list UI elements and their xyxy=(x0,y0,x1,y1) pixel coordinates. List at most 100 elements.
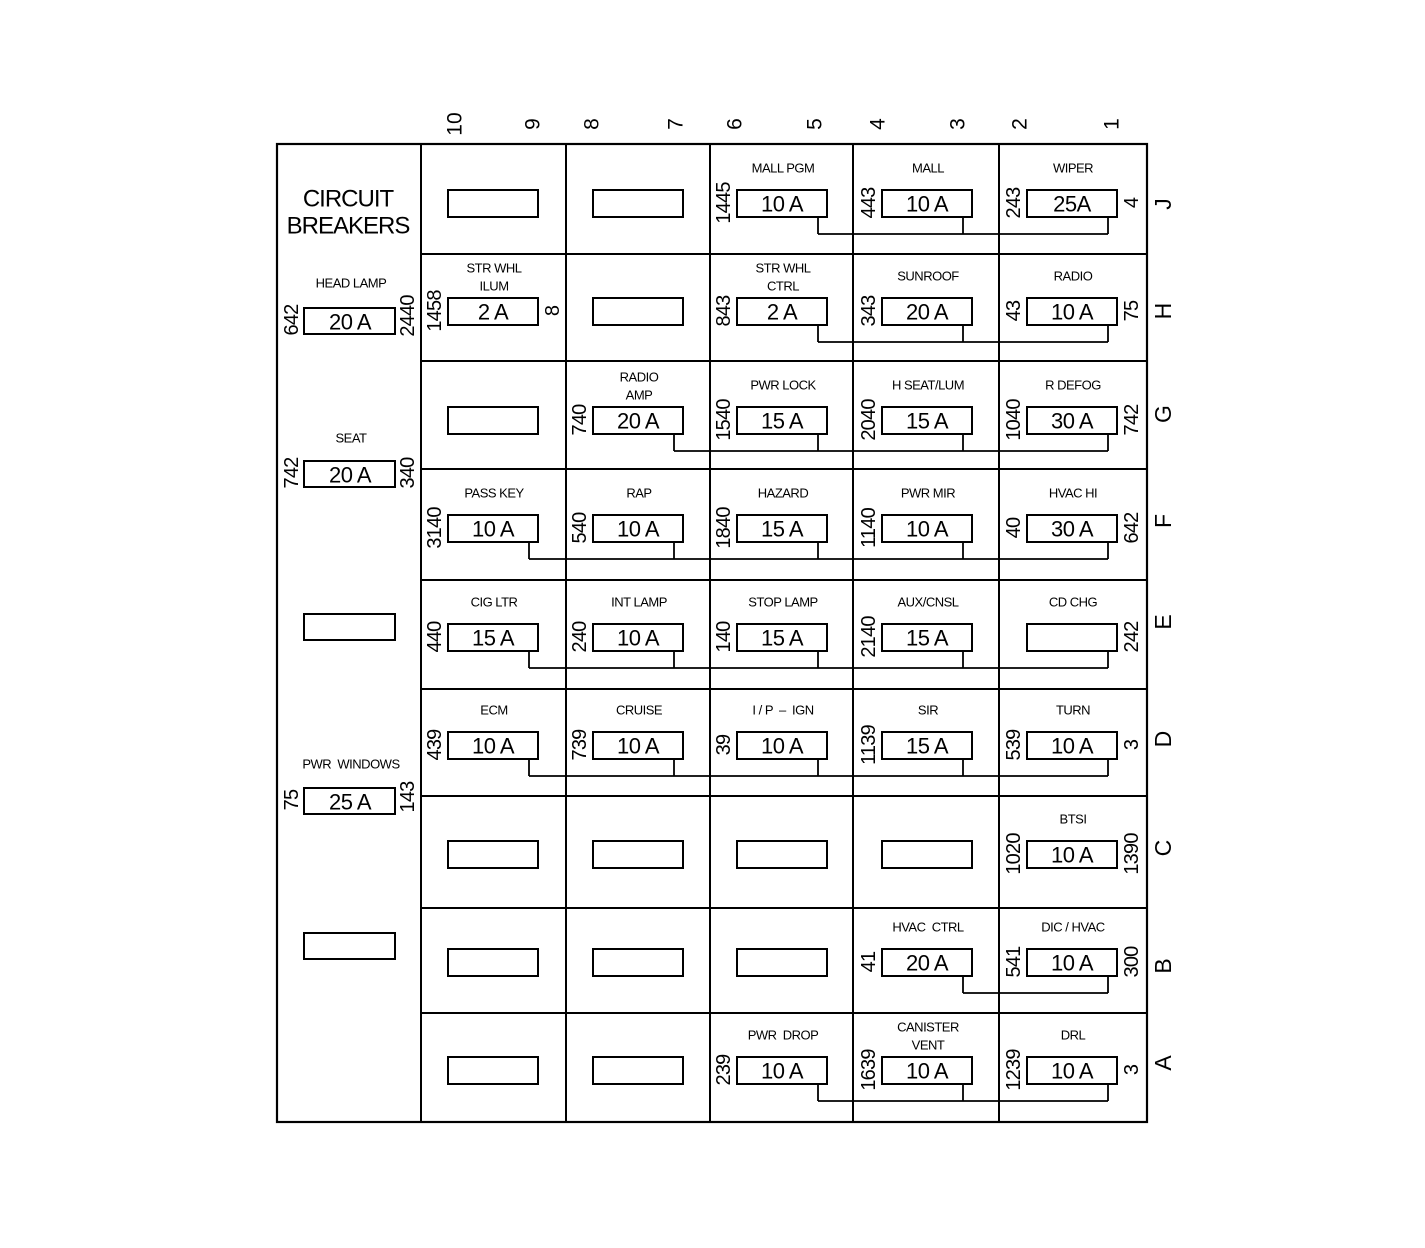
fuse-slot xyxy=(736,1056,828,1085)
fuse-label: RAP xyxy=(626,486,651,501)
fuse-position xyxy=(592,189,684,218)
wire-number: 43 xyxy=(1003,300,1025,321)
fuse-rating: 10 A xyxy=(1051,300,1094,325)
fuse-slot xyxy=(736,189,828,218)
fuse-slot xyxy=(592,840,684,869)
column-number: 7 xyxy=(665,118,688,130)
breaker-rating: 20 A xyxy=(329,310,372,335)
fuse-label: WIPER xyxy=(1053,161,1093,176)
column-number: 3 xyxy=(947,118,970,130)
wire-number: 1040 xyxy=(1003,399,1025,441)
fuse-rating: 10 A xyxy=(906,517,949,542)
circuit-breaker xyxy=(303,613,396,641)
wire-number: 39 xyxy=(713,734,735,755)
fuse-slot xyxy=(592,297,684,326)
wire-number: 1020 xyxy=(1003,833,1025,875)
fuse-slot xyxy=(447,514,539,543)
wire-number: 2040 xyxy=(858,399,880,441)
fuse-slot xyxy=(881,297,973,326)
fuse-slot xyxy=(881,731,973,760)
wire-number: 340 xyxy=(397,457,419,489)
fuse-slot xyxy=(881,1056,973,1085)
fuse-rating: 10 A xyxy=(1051,843,1094,868)
fuse-position xyxy=(736,948,828,977)
column-number: 8 xyxy=(581,118,604,130)
wire-number: 1540 xyxy=(713,399,735,441)
fuse-slot xyxy=(736,514,828,543)
fuse-slot xyxy=(736,731,828,760)
wire-number: 343 xyxy=(858,295,880,327)
wire-number: 75 xyxy=(1121,300,1143,321)
fuse-slot xyxy=(1026,514,1118,543)
wire-number: 843 xyxy=(713,295,735,327)
breaker-slot xyxy=(303,460,396,488)
fuse-label: INT LAMP xyxy=(611,595,667,610)
row-letter: H xyxy=(1150,303,1176,320)
fuse-slot xyxy=(881,623,973,652)
wire-number: 642 xyxy=(281,304,303,336)
fuse-position xyxy=(592,1056,684,1085)
fuse-slot xyxy=(447,948,539,977)
fuse-label: HVAC CTRL xyxy=(892,920,964,935)
fuse-label: MALL PGM xyxy=(752,161,815,176)
wire-number: 440 xyxy=(424,621,446,653)
wire-number: 40 xyxy=(1003,517,1025,538)
wire-number: 243 xyxy=(1003,187,1025,219)
fuse-rating: 10 A xyxy=(1051,951,1094,976)
fuse-label: DIC / HVAC xyxy=(1041,920,1104,935)
fuse-position xyxy=(447,840,539,869)
fuse-slot xyxy=(881,406,973,435)
wire-number: 3140 xyxy=(424,507,446,549)
fuse-rating: 10 A xyxy=(906,192,949,217)
row-letter: A xyxy=(1150,1055,1176,1071)
wire-number: 742 xyxy=(281,457,303,489)
fuse-slot xyxy=(736,948,828,977)
fuse-rating: 10 A xyxy=(472,517,515,542)
fuse-rating: 15 A xyxy=(472,626,515,651)
fuse-slot xyxy=(592,731,684,760)
fuse-label: HVAC HI xyxy=(1049,486,1097,501)
column-number: 6 xyxy=(724,118,747,130)
circuit-breakers-title: CIRCUIT xyxy=(303,186,395,213)
fuse-rating: 10 A xyxy=(1051,1059,1094,1084)
column-number: 2 xyxy=(1009,118,1032,130)
wire-number: 443 xyxy=(858,187,880,219)
fuse-slot xyxy=(1026,1056,1118,1085)
fuse-slot xyxy=(447,840,539,869)
breaker-rating: 20 A xyxy=(329,463,372,488)
wire-number: 439 xyxy=(424,729,446,761)
fuse-label: VENT xyxy=(912,1038,945,1053)
fuse-slot xyxy=(881,840,973,869)
fuse-slot xyxy=(1026,297,1118,326)
fuse-rating: 15 A xyxy=(761,626,804,651)
wire-number: 3 xyxy=(1121,739,1143,750)
column-number: 4 xyxy=(867,118,890,130)
fuse-block-frame xyxy=(275,142,1149,1124)
fuse-slot xyxy=(1026,406,1118,435)
fuse-rating: 10 A xyxy=(472,734,515,759)
fuse-label: PWR DROP xyxy=(748,1028,819,1043)
fuse-slot xyxy=(447,623,539,652)
fuse-slot xyxy=(592,623,684,652)
fuse-label: H SEAT/LUM xyxy=(892,378,964,393)
fuse-label: ECM xyxy=(480,703,507,718)
wire-number: 1840 xyxy=(713,507,735,549)
fuse-label: TURN xyxy=(1056,703,1090,718)
